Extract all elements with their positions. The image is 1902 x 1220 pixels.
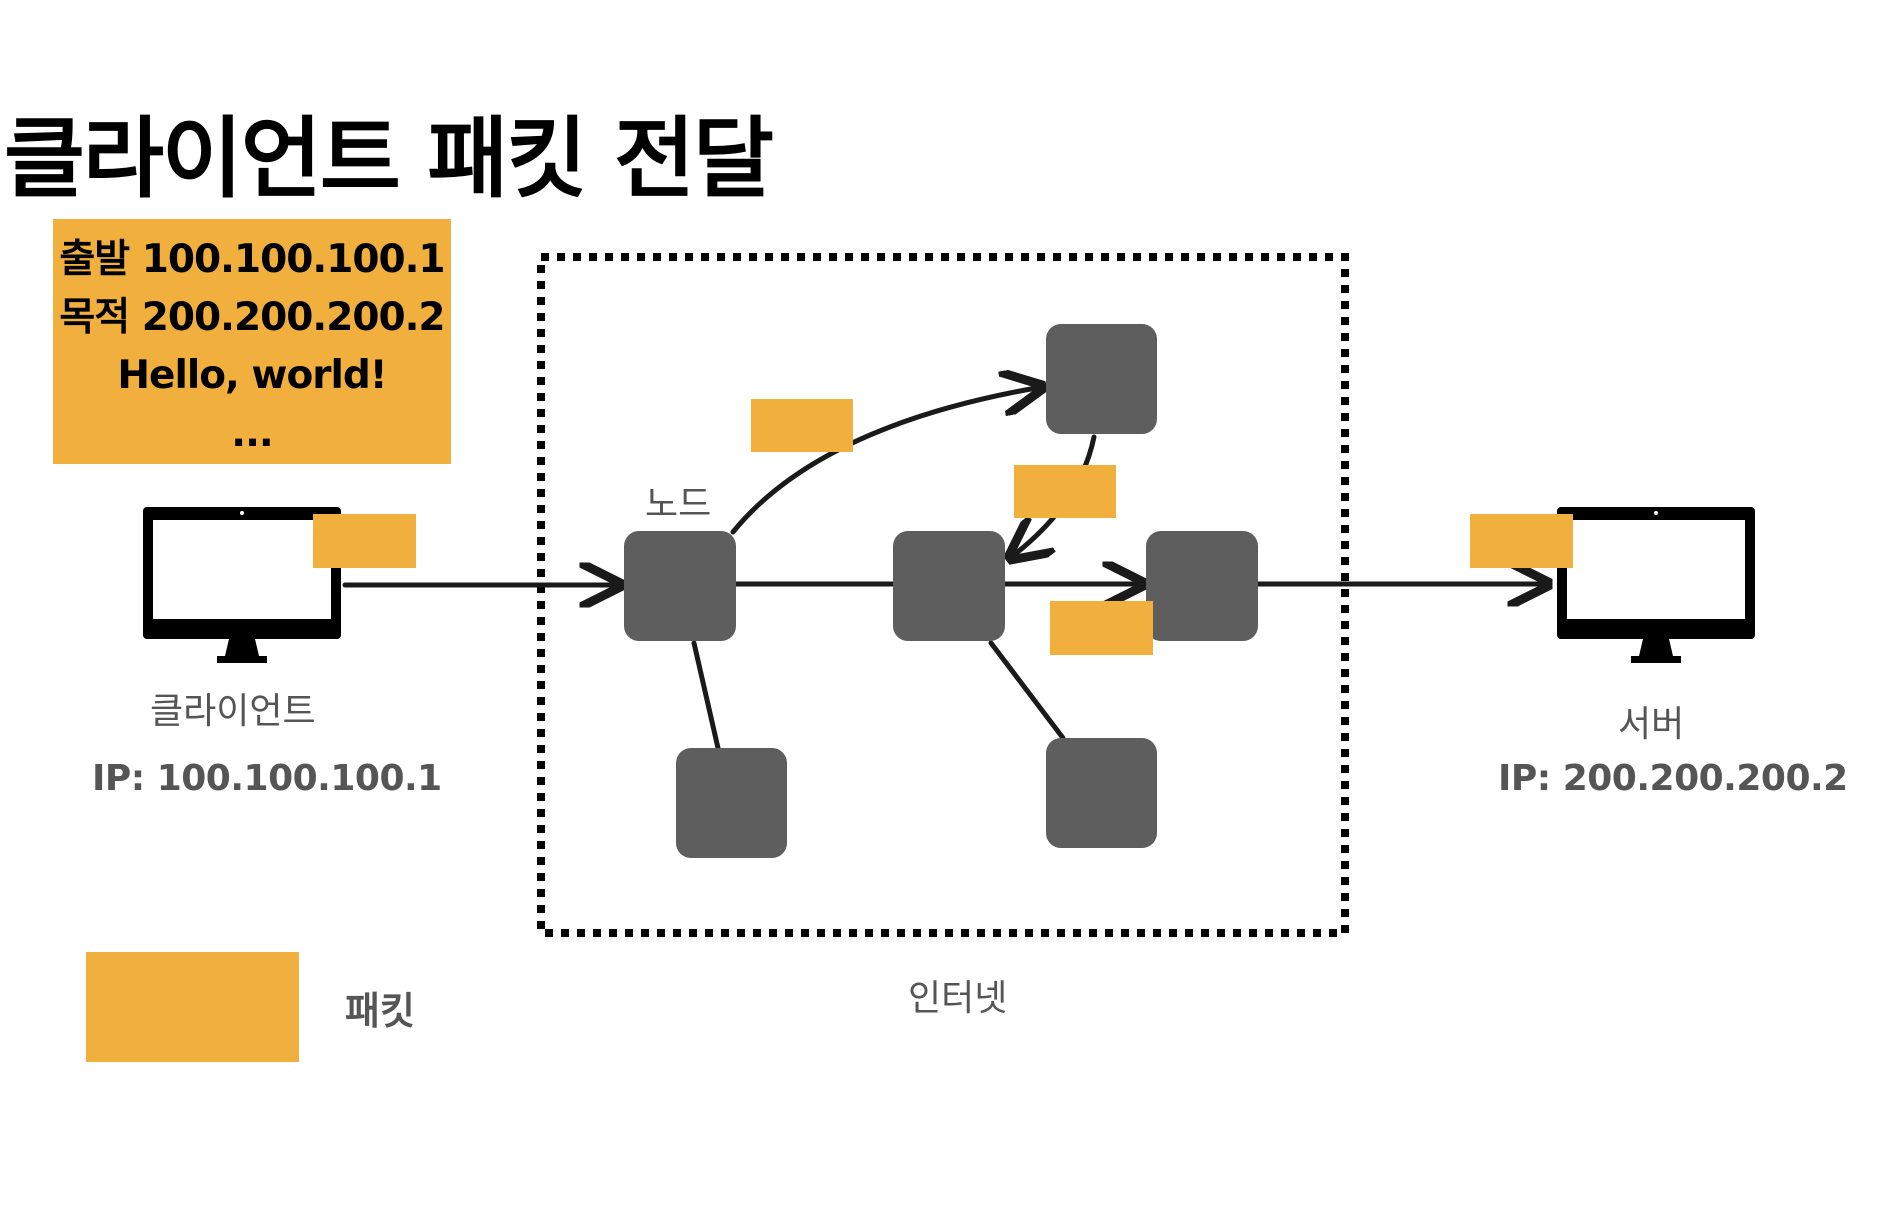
link-node3-to-node6 bbox=[988, 640, 1066, 741]
legend-packet-swatch bbox=[86, 952, 299, 1062]
node-label: 노드 bbox=[645, 484, 712, 525]
server-ip: IP: 200.200.200.2 bbox=[1498, 758, 1848, 799]
legend-packet-label: 패킷 bbox=[345, 989, 415, 1033]
network-node bbox=[1046, 738, 1157, 848]
packet bbox=[1050, 601, 1153, 655]
link-node1-to-node2 bbox=[691, 640, 721, 751]
packet bbox=[1470, 514, 1573, 568]
client-ip: IP: 100.100.100.1 bbox=[92, 758, 442, 799]
packet bbox=[313, 514, 416, 568]
server-label: 서버 bbox=[1618, 704, 1685, 745]
packet-source-line: 출발 100.100.100.1 bbox=[59, 237, 445, 282]
network-node bbox=[624, 531, 736, 641]
packet-ellipsis-line: ... bbox=[231, 411, 273, 456]
packet-destination-line: 목적 200.200.200.2 bbox=[59, 295, 445, 340]
packet-info-box: 출발 100.100.100.1 목적 200.200.200.2 Hello,… bbox=[53, 219, 451, 464]
monitor-icon bbox=[1557, 507, 1755, 663]
network-node bbox=[1146, 531, 1258, 641]
monitor-icon bbox=[143, 507, 341, 663]
internet-boundary bbox=[537, 253, 1349, 937]
page-title: 클라이언트 패킷 전달 bbox=[4, 107, 774, 210]
network-node bbox=[893, 531, 1005, 641]
packet-payload-line: Hello, world! bbox=[117, 353, 387, 398]
network-node bbox=[1046, 324, 1157, 434]
network-node bbox=[676, 748, 787, 858]
internet-label: 인터넷 bbox=[908, 978, 1008, 1019]
client-label: 클라이언트 bbox=[150, 691, 316, 732]
packet bbox=[1014, 465, 1116, 518]
link-node1-to-node4 bbox=[730, 387, 1042, 535]
packet bbox=[751, 399, 853, 452]
